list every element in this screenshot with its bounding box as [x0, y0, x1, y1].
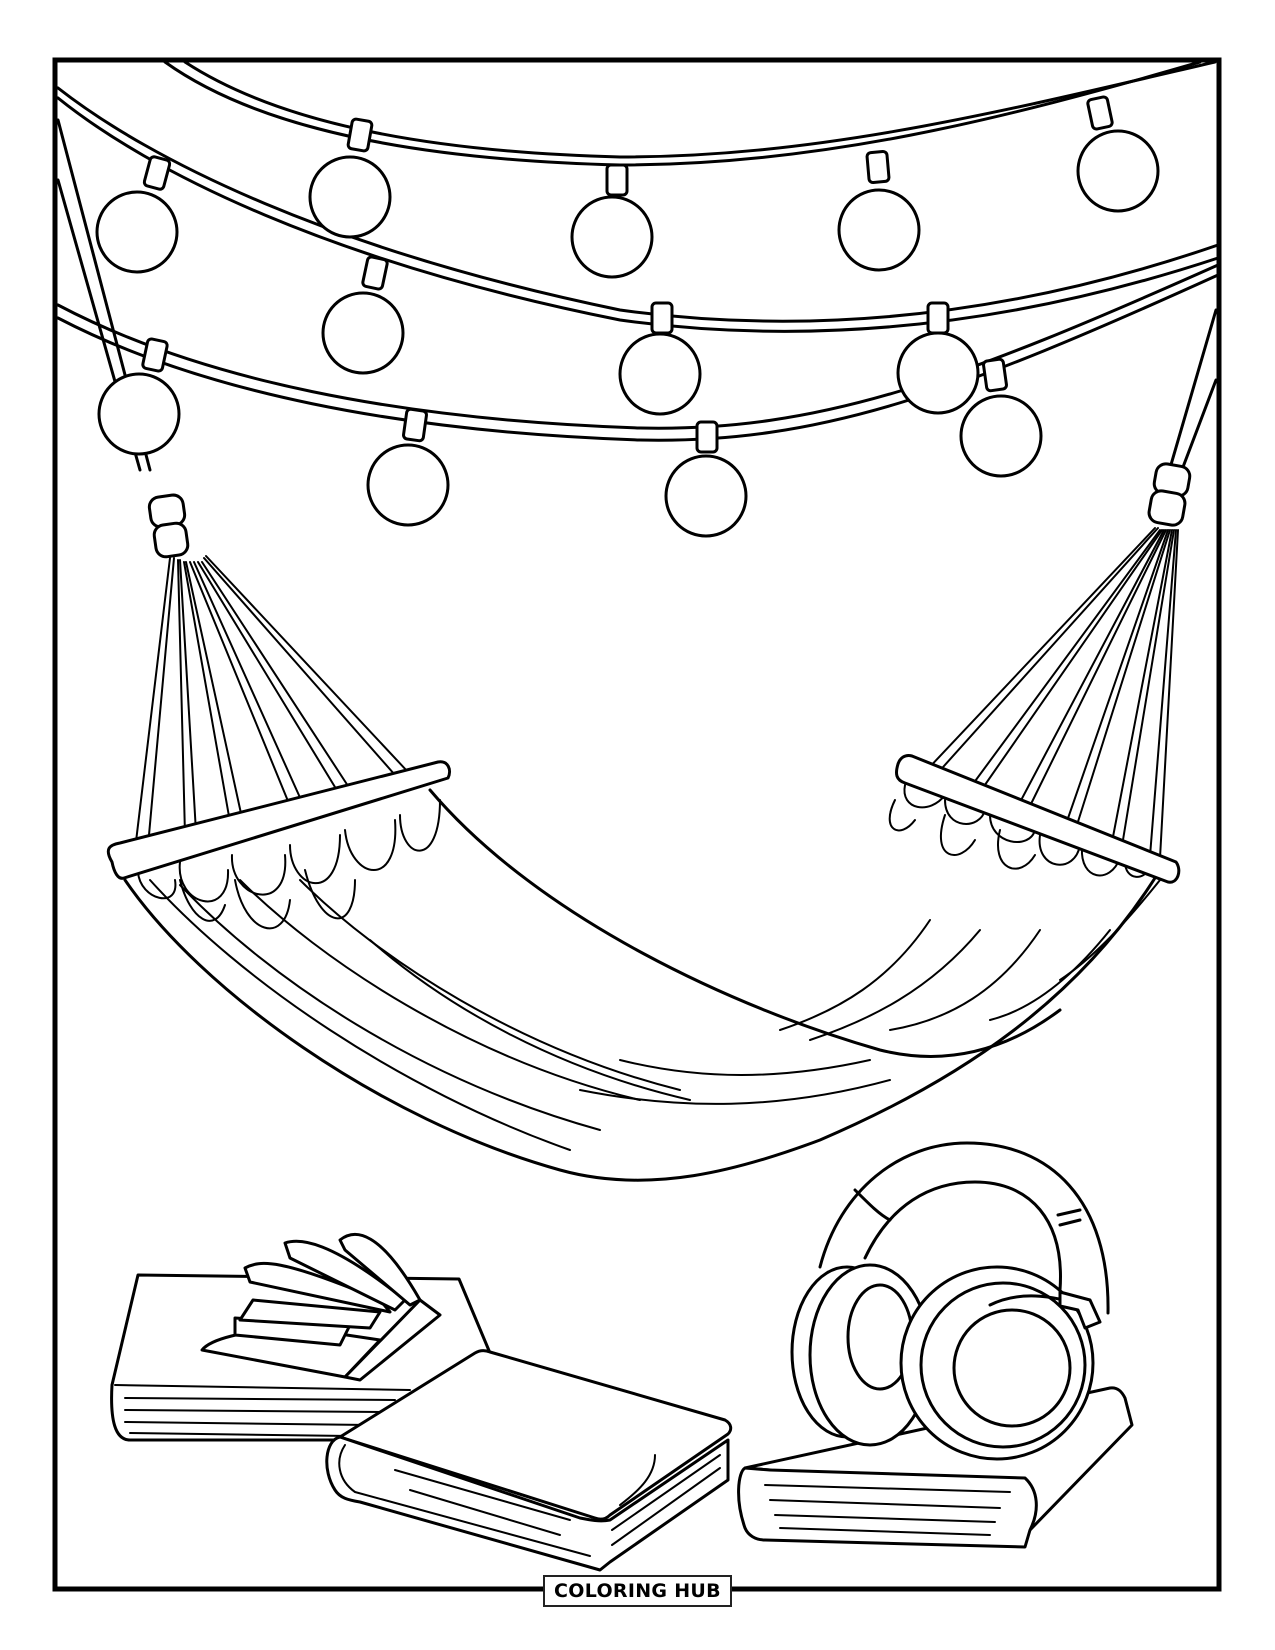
bulb-icon	[959, 357, 1043, 478]
bulb-icon	[664, 420, 748, 538]
hammock-scallop-fringe-right	[888, 784, 1151, 878]
spreader-bar-right	[895, 754, 1181, 884]
hammock-fabric	[123, 788, 1162, 1182]
bulb-icon	[618, 301, 702, 416]
rope-knot-left-icon	[147, 493, 190, 559]
open-book-icon	[110, 1232, 492, 1442]
brand-label: COLORING HUB	[543, 1575, 732, 1607]
bulb-icon	[570, 163, 654, 279]
bulb-icon	[366, 407, 450, 527]
string-lights-wires	[56, 60, 1220, 442]
hammock-ropes-icon	[56, 118, 1218, 477]
spreader-bar-left	[106, 760, 452, 880]
bulb-icon	[896, 301, 980, 415]
light-bulbs	[95, 95, 1160, 538]
headphones-icon	[790, 1141, 1110, 1461]
bulb-icon	[97, 337, 181, 456]
hammock-suspension-cords	[134, 527, 1179, 859]
bulb-icon	[308, 117, 392, 239]
bulb-icon	[837, 150, 921, 272]
hammock-scallop-fringe-left	[137, 799, 441, 930]
closed-book-icon	[325, 1349, 733, 1572]
rope-knot-right-icon	[1147, 462, 1192, 527]
bulb-icon	[1076, 95, 1160, 213]
bulb-icon	[95, 155, 179, 274]
bulb-icon	[321, 255, 405, 375]
